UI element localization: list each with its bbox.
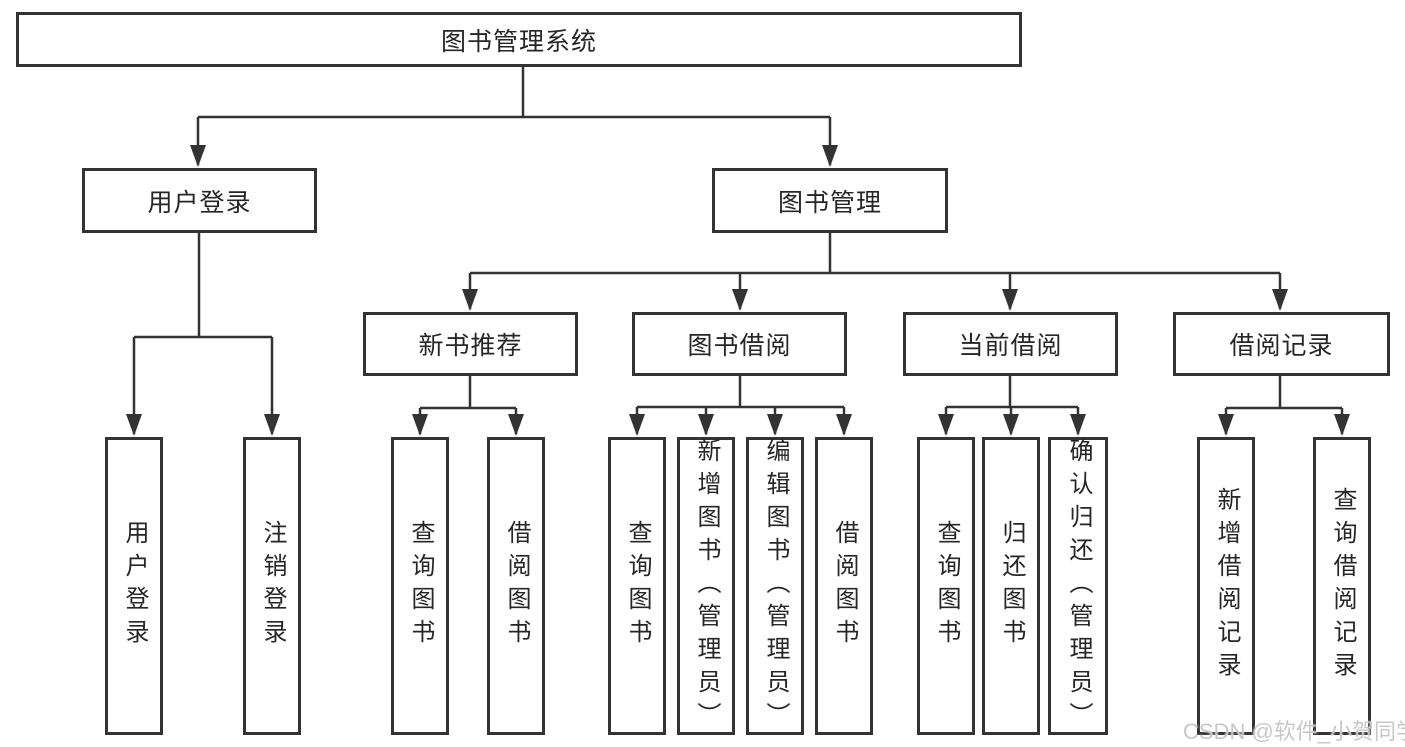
leaf-add-book-admin-label: 新增图书（管理员） [693, 437, 720, 735]
leaf-query-books-borrow: 查询图书 [608, 437, 666, 735]
node-user-login-label: 用户登录 [147, 188, 252, 217]
leaf-add-borrow-record-label: 新增借阅记录 [1213, 487, 1240, 685]
node-user-login: 用户登录 [82, 168, 317, 233]
node-root-label: 图书管理系统 [440, 27, 597, 56]
leaf-query-books-recommend: 查询图书 [391, 437, 449, 735]
leaf-query-borrow-record-label: 查询借阅记录 [1329, 487, 1356, 685]
leaf-confirm-return-admin: 确认归还（管理员） [1048, 437, 1108, 735]
node-borrow-records-label: 借阅记录 [1229, 332, 1334, 360]
leaf-borrow-books-label: 借阅图书 [831, 520, 858, 652]
csdn-watermark: CSDN @软件_小贺同学 [1183, 719, 1405, 744]
leaf-borrow-books-recommend-label: 借阅图书 [503, 520, 530, 652]
leaf-confirm-return-admin-label: 确认归还（管理员） [1065, 437, 1092, 735]
leaf-borrow-books: 借阅图书 [815, 437, 873, 735]
leaf-edit-book-admin: 编辑图书（管理员） [746, 437, 804, 735]
node-new-book-recommend-label: 新书推荐 [418, 332, 523, 360]
leaf-logout: 注销登录 [243, 437, 301, 735]
leaf-edit-book-admin-label: 编辑图书（管理员） [762, 437, 789, 735]
leaf-user-login: 用户登录 [105, 437, 163, 735]
leaf-query-books-borrow-label: 查询图书 [624, 520, 651, 652]
leaf-user-login-label: 用户登录 [121, 520, 148, 652]
node-book-management: 图书管理 [712, 168, 948, 233]
node-book-borrow-label: 图书借阅 [687, 332, 792, 360]
leaf-add-book-admin: 新增图书（管理员） [677, 437, 735, 735]
leaf-query-books-current-label: 查询图书 [933, 520, 960, 652]
node-book-borrow: 图书借阅 [632, 312, 847, 376]
leaf-add-borrow-record: 新增借阅记录 [1197, 437, 1255, 735]
leaf-logout-label: 注销登录 [259, 520, 286, 652]
leaf-borrow-books-recommend: 借阅图书 [487, 437, 545, 735]
node-root: 图书管理系统 [16, 12, 1022, 67]
leaf-return-book: 归还图书 [982, 437, 1040, 735]
node-current-borrow: 当前借阅 [903, 312, 1118, 376]
node-book-management-label: 图书管理 [777, 188, 882, 217]
node-new-book-recommend: 新书推荐 [363, 312, 578, 376]
leaf-return-book-label: 归还图书 [998, 520, 1025, 652]
leaf-query-books-current: 查询图书 [917, 437, 975, 735]
node-borrow-records: 借阅记录 [1173, 312, 1390, 376]
node-current-borrow-label: 当前借阅 [958, 332, 1063, 360]
leaf-query-books-recommend-label: 查询图书 [407, 520, 434, 652]
leaf-query-borrow-record: 查询借阅记录 [1313, 437, 1371, 735]
